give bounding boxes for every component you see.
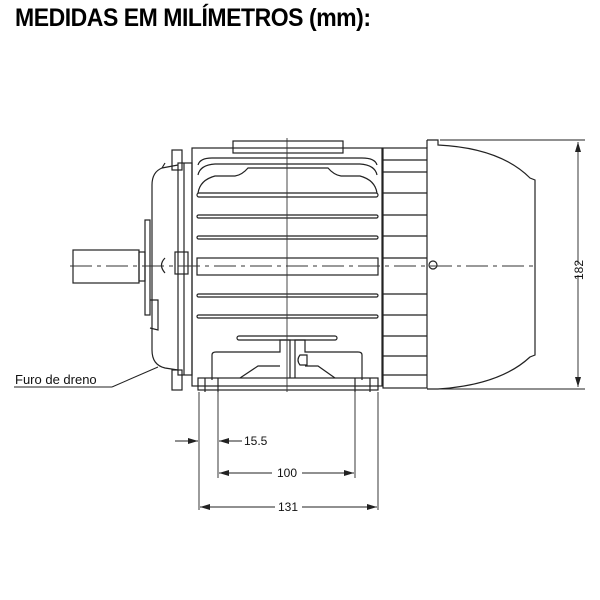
bottom-dimensions xyxy=(175,392,379,510)
drain-hole-label: Furo de dreno xyxy=(15,372,97,387)
foot-offset-value: 15.5 xyxy=(244,434,268,448)
height-value: 182 xyxy=(572,260,586,280)
drain-leader xyxy=(14,366,159,388)
foot-spacing-value: 100 xyxy=(277,466,297,480)
center-lines xyxy=(70,138,535,392)
foot-length-value: 131 xyxy=(278,500,298,514)
page-title: MEDIDAS EM MILÍMETROS (mm): xyxy=(15,4,371,32)
shaft xyxy=(72,249,140,284)
height-dimension xyxy=(438,139,585,390)
